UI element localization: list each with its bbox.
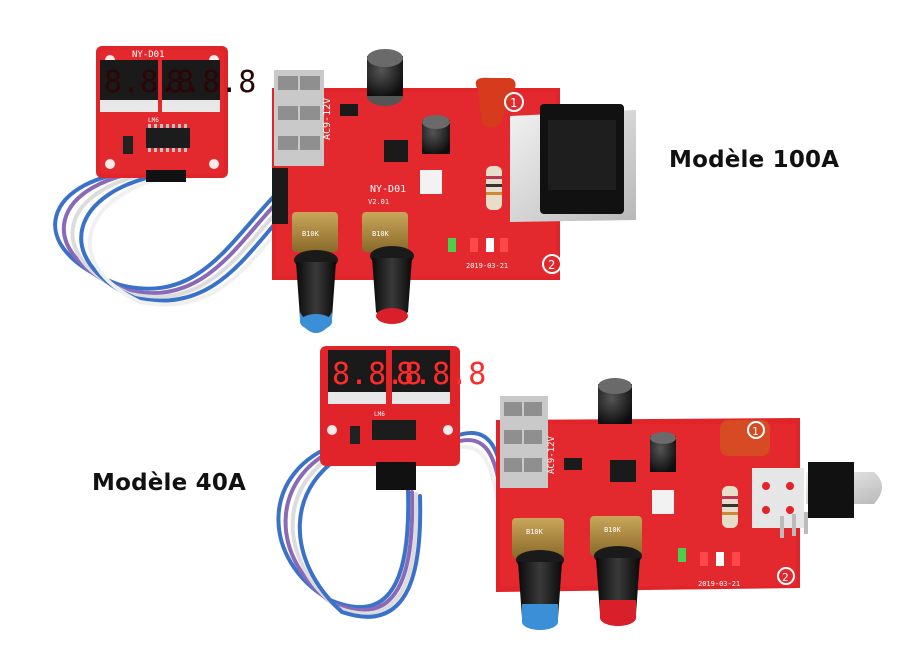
display-connector-40a <box>376 462 416 490</box>
triac-40a <box>808 462 854 518</box>
power-resistor-100a <box>486 166 502 210</box>
side-connector-100a <box>272 168 288 224</box>
svg-text:8.8.8: 8.8.8 <box>396 357 486 392</box>
main-board-100a: AC9-12V NY-D01 V2.01 2019-03-21 <box>272 49 636 280</box>
led-green-100a <box>448 238 456 252</box>
knob-blue-100a <box>294 250 338 333</box>
terminal-2-label-100a: 2 <box>548 258 555 272</box>
ribbon-cable-40a <box>276 431 510 619</box>
display-model-label-100a: NY-D01 <box>132 50 165 60</box>
driver-chip-40a <box>372 420 416 440</box>
film-capacitor-40a <box>720 420 770 456</box>
display-connector-100a <box>146 170 186 182</box>
optocoupler-40a <box>652 490 674 514</box>
led-red-100a <box>470 238 478 252</box>
knob-red-40a <box>594 546 642 626</box>
potentiometer-right-100a <box>362 212 408 252</box>
board-date-label-100a: 2019-03-21 <box>466 262 508 270</box>
svg-text:8.8.8: 8.8.8 <box>332 357 422 392</box>
terminal-1-label-100a: 1 <box>510 96 517 110</box>
model-40a-caption: Modèle 40A <box>92 470 247 496</box>
driver-chip-100a <box>146 128 190 148</box>
main-board-40a: AC9-12V 2019-03-21 1 2 <box>496 378 882 592</box>
optocoupler-100a <box>420 170 442 194</box>
board-version-label-100a: V2.01 <box>368 198 389 206</box>
film-capacitor-100a <box>475 77 516 128</box>
potentiometer-left-100a <box>292 212 338 252</box>
chip-label-100a: LM6 <box>148 117 159 124</box>
knob-blue-40a <box>516 550 564 630</box>
pot-label-left-100a: B10K <box>302 230 320 238</box>
terminal-2-label-40a: 2 <box>782 571 789 584</box>
potentiometer-left-40a <box>512 518 564 558</box>
display-board-100a: NY-D01 8.8.8 8.8.8 LM6 <box>96 46 256 182</box>
display-board-40a: 8.8.8 8.8.8 LM6 <box>320 346 486 490</box>
led-green-40a <box>678 548 686 562</box>
svg-text:8.8.8: 8.8.8 <box>104 65 194 100</box>
seven-seg-display-right-100a <box>162 60 220 100</box>
seven-seg-display-left-100a <box>100 60 158 100</box>
pot-label-right-40a: B10K <box>604 526 622 534</box>
svg-text:8.8.8: 8.8.8 <box>166 65 256 100</box>
seven-seg-display-right-40a <box>392 350 450 392</box>
power-label-40a: AC9-12V <box>547 435 557 474</box>
knob-red-100a <box>370 246 414 324</box>
ribbon-cable-100a <box>53 168 294 307</box>
model-100a-caption: Modèle 100A <box>669 147 840 173</box>
terminal-1-label-40a: 1 <box>752 425 759 438</box>
power-label-100a: AC9-12V <box>322 98 333 140</box>
seven-seg-display-left-40a <box>328 350 386 392</box>
potentiometer-right-40a <box>590 516 642 556</box>
chip-label-40a: LM6 <box>374 411 385 418</box>
pot-label-right-100a: B10K <box>372 230 390 238</box>
board-model-label-100a: NY-D01 <box>370 184 406 195</box>
pot-label-left-40a: B10K <box>526 528 544 536</box>
terminal-pads-40a <box>752 468 804 528</box>
board-date-label-40a: 2019-03-21 <box>698 580 740 588</box>
led-red-40a <box>700 552 708 566</box>
